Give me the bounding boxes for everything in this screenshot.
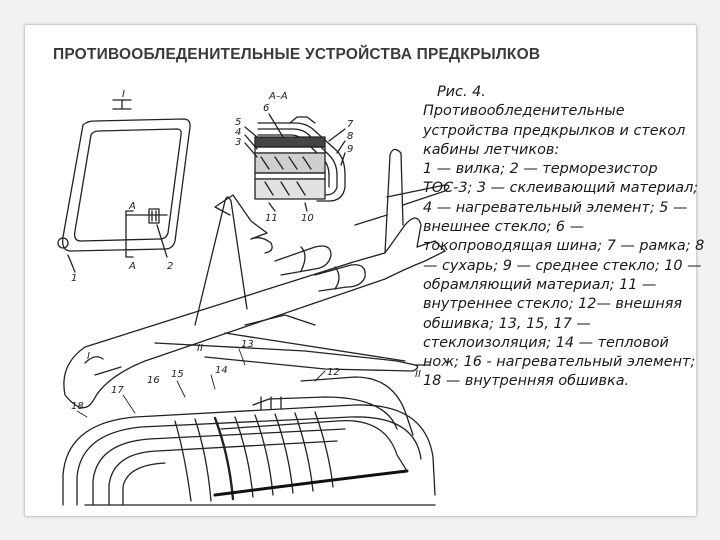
label-n10: 10	[301, 213, 314, 224]
slide: ПРОТИВООБЛЕДЕНИТЕЛЬНЫЕ УСТРОЙСТВА ПРЕДКР…	[24, 24, 704, 517]
label-n12: 12	[327, 367, 340, 378]
technical-illustration: I А–А А А 1 2 3 4 5 6 7 8 9 10 11 12 13 …	[25, 25, 696, 516]
label-plane-II: II	[415, 369, 421, 380]
figure-number: Рис. 4.	[437, 84, 486, 100]
label-n14: 14	[215, 365, 228, 376]
figure-caption: Рис. 4. Противообледенительные устройств…	[423, 83, 708, 392]
aircraft-drawing	[63, 148, 450, 409]
label-n2: 2	[167, 261, 173, 272]
label-plane-I: I	[87, 351, 90, 362]
label-n9: 9	[347, 144, 353, 155]
label-n15: 15	[171, 369, 184, 380]
label-n7: 7	[347, 119, 354, 130]
label-n5: 5	[235, 117, 241, 128]
label-n18: 18	[71, 401, 84, 412]
figure-labels: I А–А А А 1 2 3 4 5 6 7 8 9 10 11 12 13 …	[71, 89, 421, 412]
label-mark-A-bottom: А	[128, 261, 136, 272]
label-n13: 13	[241, 339, 254, 350]
label-n6: 6	[263, 103, 269, 114]
label-n16: 16	[147, 375, 160, 386]
label-view-II: II	[197, 343, 203, 354]
label-section-I: I	[122, 89, 125, 100]
glass-cross-section-drawing	[244, 113, 346, 212]
label-n4: 4	[235, 127, 241, 138]
label-n11: 11	[265, 213, 278, 224]
slide-title: ПРОТИВООБЛЕДЕНИТЕЛЬНЫЕ УСТРОЙСТВА ПРЕДКР…	[53, 46, 541, 63]
figure-heading: Противообледенительные устройства предкр…	[423, 103, 686, 158]
label-n3: 3	[235, 137, 241, 148]
slat-panel-drawing	[62, 376, 436, 506]
label-n1: 1	[71, 273, 77, 284]
label-n8: 8	[347, 131, 353, 142]
figure-legend: 1 — вилка; 2 — терморезистор ТОС-3; 3 — …	[423, 161, 705, 390]
leader-lines	[76, 348, 326, 418]
cockpit-window-drawing	[57, 99, 191, 273]
label-n17: 17	[111, 385, 124, 396]
label-mark-A-top: А	[128, 201, 136, 212]
label-section-AA: А–А	[268, 91, 288, 102]
